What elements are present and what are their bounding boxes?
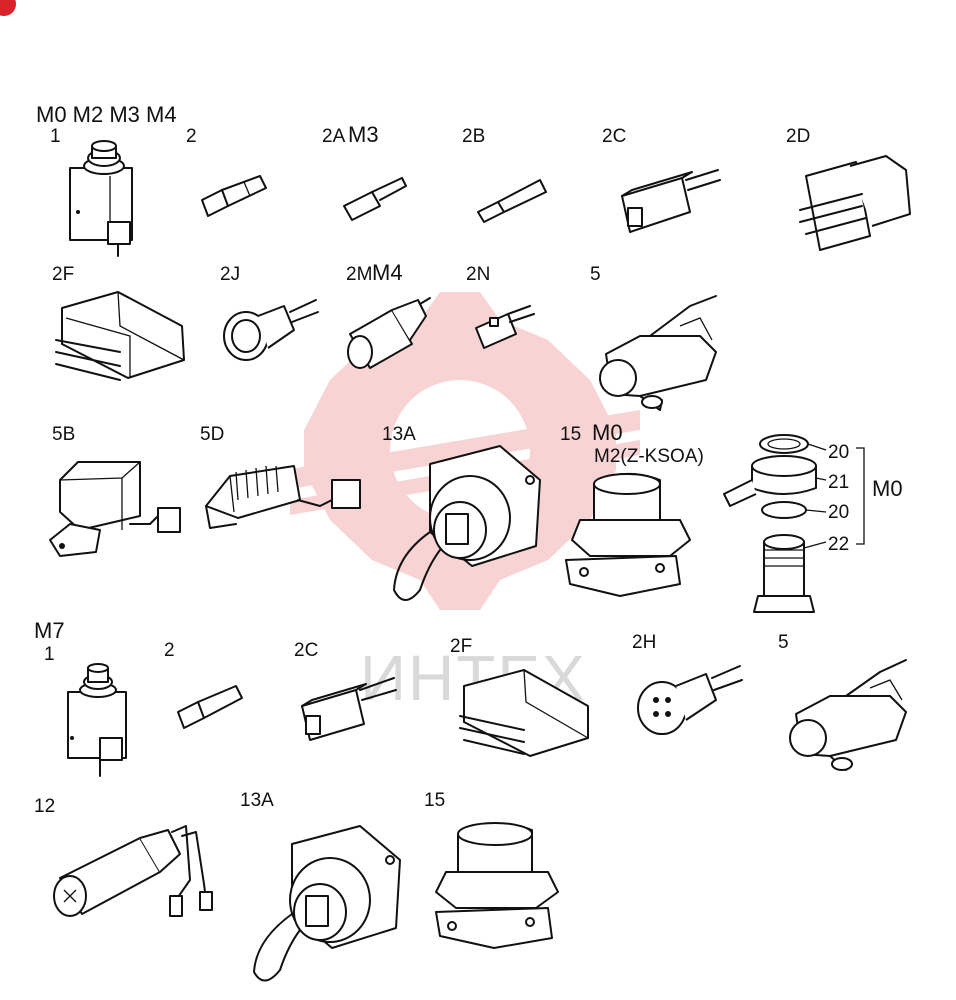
callout-group-model: M0 <box>872 476 903 501</box>
part-label-5: 5 <box>590 264 601 285</box>
part-2b-pin <box>477 179 547 223</box>
m7-part-label-12: 12 <box>34 796 55 817</box>
part-label-2j: 2J <box>220 264 240 285</box>
m7-part-label-2c: 2C <box>294 640 318 661</box>
m7-part-5-relay <box>789 659 907 771</box>
part-15-starter-relay <box>565 472 691 597</box>
part-label-2c: 2C <box>602 126 626 147</box>
part-2m-boot <box>347 297 431 369</box>
m7-part-13a-ignition-switch <box>253 825 401 982</box>
part-label-2a-model: M3 <box>348 122 379 147</box>
m7-part-2c-connector <box>301 677 397 741</box>
part-label-5d: 5D <box>200 424 224 445</box>
part-13a-ignition-switch <box>393 445 541 601</box>
models-m7-label: M7 <box>34 618 65 643</box>
part-1-switch <box>69 140 133 257</box>
part-label-2n: 2N <box>466 264 490 285</box>
part-label-2b: 2B <box>462 126 485 147</box>
callout-21: 21 <box>828 472 849 493</box>
part-label-15-model: M0 <box>592 420 623 445</box>
models-top-label: M0 M2 M3 M4 <box>36 102 177 127</box>
m7-part-15-starter-relay <box>435 822 559 949</box>
part-5d-module <box>205 465 361 529</box>
part-label-15: 15 <box>560 424 581 445</box>
m7-part-label-1: 1 <box>44 644 55 665</box>
part-label-2a: 2A <box>322 126 346 147</box>
callout-20-bottom: 20 <box>828 502 849 523</box>
m7-part-label-15: 15 <box>424 790 445 811</box>
m7-part-label-5: 5 <box>778 632 789 653</box>
part-label-2f: 2F <box>52 264 74 285</box>
m7-part-label-2h: 2H <box>632 632 656 653</box>
part-label-2d: 2D <box>786 126 810 147</box>
callout-20-top: 20 <box>828 442 849 463</box>
part-label-15-model2: M2(Z-KSOA) <box>594 446 704 467</box>
m7-part-label-13a: 13A <box>240 790 274 811</box>
m7-part-1-switch <box>67 663 127 777</box>
m7-part-label-2: 2 <box>164 640 175 661</box>
m7-part-2-terminal <box>177 685 243 729</box>
part-label-2m-model: M4 <box>372 260 403 285</box>
part-5-relay <box>599 295 717 411</box>
part-label-2: 2 <box>186 126 197 147</box>
part-2j-round-connector <box>223 299 319 361</box>
part-label-13a: 13A <box>382 424 416 445</box>
m7-part-2f-connector <box>459 669 589 757</box>
part-fitting-group <box>723 434 817 613</box>
m7-part-label-2f: 2F <box>450 636 472 657</box>
part-2-terminal <box>201 175 267 217</box>
part-2n-plug <box>475 305 535 349</box>
m7-part-12-lamp-socket <box>53 825 213 917</box>
m7-part-2h-round-connector <box>637 665 743 735</box>
part-label-1: 1 <box>50 126 61 147</box>
part-2c-connector <box>621 169 721 233</box>
part-label-5b: 5B <box>52 424 75 445</box>
fitting-callout-lines <box>803 443 865 549</box>
callout-22: 22 <box>828 534 849 555</box>
part-label-2m: 2M <box>346 264 372 285</box>
part-2d-connector <box>799 155 911 251</box>
part-5b-regulator <box>49 461 181 557</box>
part-2f-connector <box>55 291 185 381</box>
corner-badge <box>0 0 16 16</box>
part-2a-sleeve <box>343 177 407 221</box>
